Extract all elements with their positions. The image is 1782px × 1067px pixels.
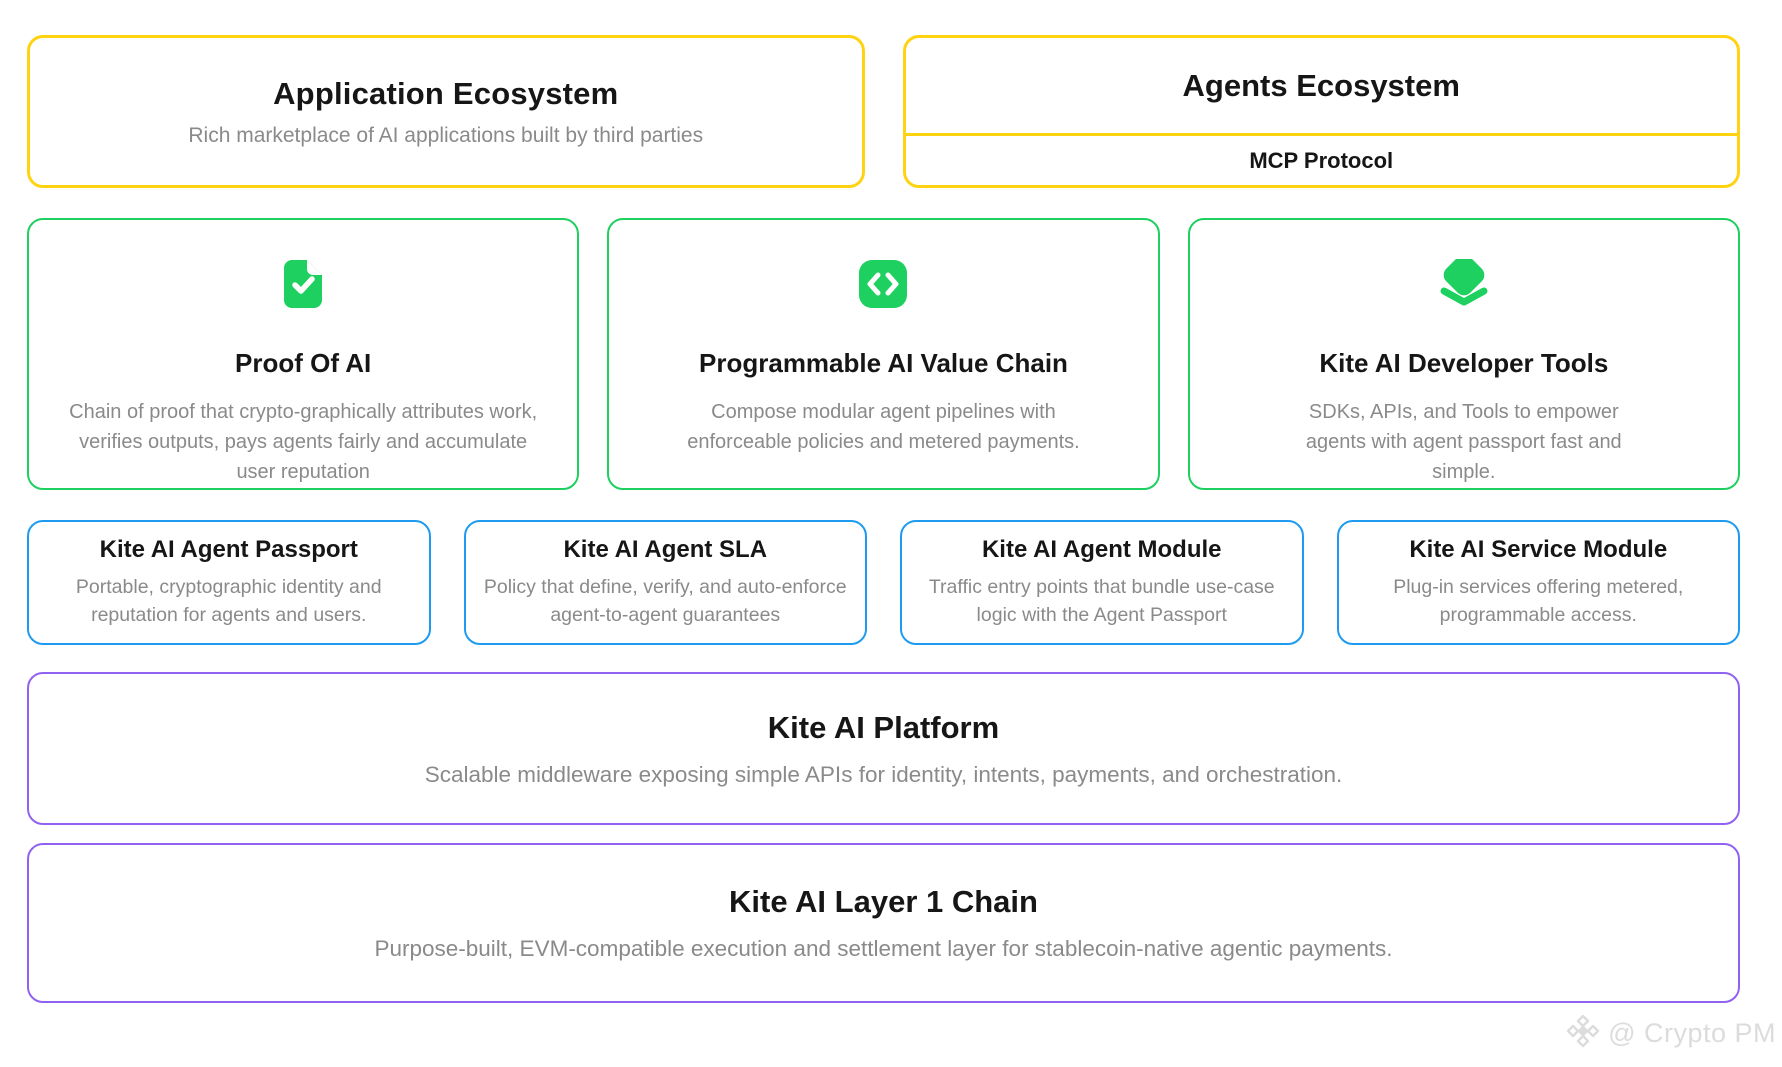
card-agents-ecosystem: Agents Ecosystem MCP Protocol bbox=[902, 35, 1740, 188]
card-kite-ai-platform: Kite AI Platform Scalable middleware exp… bbox=[27, 672, 1740, 825]
module-title: Kite AI Agent Module bbox=[981, 536, 1222, 563]
layers-icon bbox=[1437, 258, 1491, 310]
feature-description: Compose modular agent pipelines with enf… bbox=[687, 401, 1080, 453]
feature-title: Proof Of AI bbox=[235, 348, 372, 378]
mcp-protocol-section: MCP Protocol bbox=[905, 133, 1737, 185]
module-description: Plug-in services offering metered, progr… bbox=[1393, 576, 1684, 626]
application-ecosystem-title: Application Ecosystem bbox=[273, 75, 619, 111]
application-ecosystem-subtitle: Rich marketplace of AI applications buil… bbox=[188, 123, 704, 147]
module-description: Traffic entry points that bundle use-cas… bbox=[928, 576, 1275, 626]
layer1-subtitle: Purpose-built, EVM-compatible execution … bbox=[374, 936, 1393, 961]
document-check-icon bbox=[284, 258, 323, 310]
ecosystem-row: Application Ecosystem Rich marketplace o… bbox=[27, 35, 1740, 188]
card-agent-sla: Kite AI Agent SLA Policy that define, ve… bbox=[463, 520, 867, 645]
mcp-protocol-label: MCP Protocol bbox=[1249, 147, 1394, 173]
module-title: Kite AI Agent Passport bbox=[99, 536, 358, 563]
card-agent-module: Kite AI Agent Module Traffic entry point… bbox=[900, 520, 1304, 645]
code-brackets-icon bbox=[859, 258, 908, 310]
card-programmable-ai-value-chain: Programmable AI Value Chain Compose modu… bbox=[607, 218, 1160, 490]
card-application-ecosystem: Application Ecosystem Rich marketplace o… bbox=[27, 35, 865, 188]
feature-description: SDKs, APIs, and Tools to empower agents … bbox=[1305, 401, 1622, 483]
layer1-title: Kite AI Layer 1 Chain bbox=[729, 884, 1038, 919]
agents-ecosystem-header: Agents Ecosystem bbox=[906, 38, 1738, 133]
module-title: Kite AI Agent SLA bbox=[563, 536, 768, 563]
platform-title: Kite AI Platform bbox=[767, 709, 1000, 745]
module-description: Portable, cryptographic identity and rep… bbox=[75, 576, 382, 626]
crypto-pm-logo-icon bbox=[1566, 1014, 1600, 1053]
card-agent-passport: Kite AI Agent Passport Portable, cryptog… bbox=[27, 520, 431, 645]
platform-subtitle: Scalable middleware exposing simple APIs… bbox=[424, 761, 1343, 787]
agents-ecosystem-title: Agents Ecosystem bbox=[1182, 67, 1460, 103]
module-description: Policy that define, verify, and auto-enf… bbox=[483, 576, 847, 626]
card-kite-ai-developer-tools: Kite AI Developer Tools SDKs, APIs, and … bbox=[1187, 218, 1740, 490]
feature-title: Programmable AI Value Chain bbox=[699, 348, 1068, 378]
module-title: Kite AI Service Module bbox=[1409, 536, 1668, 563]
feature-title: Kite AI Developer Tools bbox=[1319, 348, 1609, 378]
watermark-handle: @ Crypto PM bbox=[1608, 1018, 1776, 1048]
module-row: Kite AI Agent Passport Portable, cryptog… bbox=[27, 520, 1740, 645]
card-kite-ai-layer1-chain: Kite AI Layer 1 Chain Purpose-built, EVM… bbox=[27, 843, 1740, 1003]
card-proof-of-ai: Proof Of AI Chain of proof that crypto-g… bbox=[27, 218, 580, 490]
card-service-module: Kite AI Service Module Plug-in services … bbox=[1336, 520, 1740, 645]
feature-row: Proof Of AI Chain of proof that crypto-g… bbox=[27, 218, 1740, 490]
feature-description: Chain of proof that crypto-graphically a… bbox=[69, 401, 538, 483]
watermark: @ Crypto PM bbox=[1566, 1014, 1776, 1053]
